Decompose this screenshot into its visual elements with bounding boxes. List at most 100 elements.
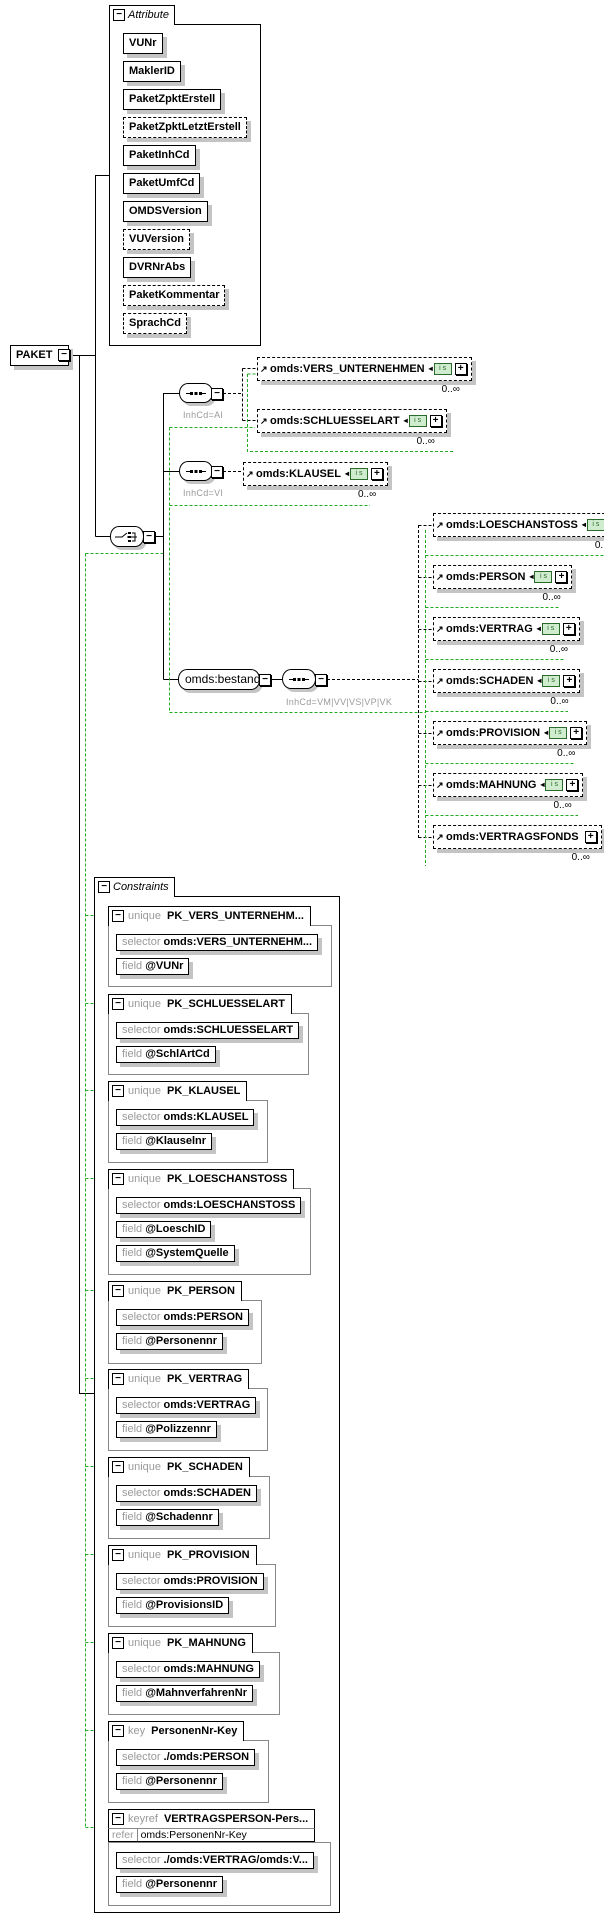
constraints-group-title: Constraints — [113, 881, 169, 893]
collapse-icon[interactable]: − — [112, 1549, 124, 1562]
occurrence-label: 0..∞ — [441, 384, 460, 395]
attribute-item[interactable]: PaketKommentar — [123, 285, 226, 306]
collapse-icon[interactable]: − — [112, 1085, 124, 1098]
sequence-compositor-vi[interactable] — [179, 461, 213, 481]
schema-element[interactable]: ↗omds:PERSON◂i s+ — [433, 565, 573, 589]
schema-element[interactable]: ↗omds:VERTRAGSFONDS+ — [433, 825, 602, 849]
expand-icon[interactable]: + — [570, 727, 583, 740]
attribute-item[interactable]: VUVersion — [123, 229, 191, 250]
attribute-item[interactable]: DVRNrAbs — [123, 257, 192, 278]
selector-row[interactable]: selector./omds:VERTRAG/omds:V... — [116, 1852, 314, 1869]
collapse-icon[interactable]: − — [315, 674, 327, 686]
schema-element[interactable]: ↗omds:VERS_UNTERNEHMEN◂i s+ — [257, 357, 472, 381]
selector-value: omds:SCHLUESSELART — [163, 1024, 294, 1036]
expand-icon[interactable]: + — [429, 415, 442, 428]
bestand-element[interactable]: omds:bestand — [178, 669, 260, 690]
collapse-icon[interactable]: − — [143, 531, 155, 543]
field-row[interactable]: field@Personennr — [116, 1773, 224, 1790]
expand-icon[interactable]: + — [566, 779, 579, 792]
sequence-compositor-ai[interactable] — [179, 383, 213, 403]
schema-element[interactable]: ↗omds:VERTRAG◂i s+ — [433, 617, 580, 641]
field-row[interactable]: field@Schadennr — [116, 1509, 219, 1526]
choice-compositor[interactable] — [110, 526, 144, 547]
collapse-icon[interactable]: − — [112, 1813, 124, 1826]
pin-icon: ◂ — [540, 780, 545, 790]
collapse-icon[interactable]: − — [112, 998, 124, 1011]
expand-icon[interactable]: + — [563, 675, 576, 688]
collapse-icon[interactable]: − — [58, 349, 70, 361]
field-row[interactable]: field@LoeschID — [116, 1221, 212, 1238]
schema-element[interactable]: ↗omds:SCHADEN◂i s+ — [433, 669, 581, 693]
expand-icon[interactable]: + — [584, 831, 597, 844]
schema-element[interactable]: ↗omds:SCHLUESSELART◂i s+ — [257, 409, 447, 433]
selector-row[interactable]: selector./omds:PERSON — [116, 1749, 256, 1766]
field-row[interactable]: field@Klauselnr — [116, 1133, 213, 1150]
schema-element[interactable]: ↗omds:MAHNUNG◂i s+ — [433, 773, 584, 797]
collapse-icon[interactable]: − — [112, 1461, 124, 1474]
collapse-icon[interactable]: − — [98, 881, 110, 894]
field-row[interactable]: field@VUNr — [116, 958, 190, 975]
attribute-item[interactable]: PaketUmfCd — [123, 173, 201, 194]
collapse-icon[interactable]: − — [259, 674, 271, 686]
collapse-icon[interactable]: − — [112, 1285, 124, 1298]
type-icon: i s — [549, 727, 568, 740]
collapse-icon[interactable]: − — [113, 9, 125, 22]
attribute-name: SprachCd — [129, 317, 181, 329]
collapse-icon[interactable]: − — [211, 466, 223, 478]
field-row[interactable]: field@SystemQuelle — [116, 1245, 235, 1262]
schema-element[interactable]: ↗omds:PROVISION◂i s+ — [433, 721, 588, 745]
collapse-icon[interactable]: − — [211, 388, 223, 400]
collapse-icon[interactable]: − — [112, 910, 124, 923]
expand-icon[interactable]: + — [562, 623, 575, 636]
constraints-group-tab[interactable]: −Constraints — [94, 877, 175, 897]
attribute-item[interactable]: MaklerID — [123, 61, 181, 82]
selector-label: selector — [122, 936, 161, 948]
field-row[interactable]: field@ProvisionsID — [116, 1597, 230, 1614]
attribute-item[interactable]: PaketZpktErstell — [123, 89, 222, 110]
expand-icon[interactable]: + — [454, 363, 467, 376]
attribute-item[interactable]: PaketInhCd — [123, 145, 196, 166]
expand-icon[interactable]: + — [370, 468, 383, 481]
schema-element[interactable]: ↗omds:KLAUSEL◂i s+ — [243, 462, 388, 486]
field-row[interactable]: field@SchlArtCd — [116, 1046, 216, 1063]
collapse-icon[interactable]: − — [112, 1637, 124, 1650]
sequence-compositor-bestand[interactable] — [282, 669, 316, 689]
field-row[interactable]: field@Personennr — [116, 1876, 224, 1893]
collapse-icon[interactable]: − — [112, 1373, 124, 1386]
field-value: @Polizzennr — [145, 1423, 211, 1435]
attribute-item[interactable]: SprachCd — [123, 313, 187, 334]
attribute-group-tab[interactable]: −Attribute — [109, 5, 175, 25]
collapse-icon[interactable]: − — [112, 1725, 124, 1738]
expand-icon[interactable]: + — [555, 571, 568, 584]
field-row[interactable]: field@MahnverfahrenNr — [116, 1685, 253, 1702]
attribute-name: VUNr — [129, 37, 157, 49]
schema-element[interactable]: ↗omds:LOESCHANSTOSS◂i s+ — [433, 513, 604, 537]
attribute-item[interactable]: PaketZpktLetztErstell — [123, 117, 247, 138]
root-element-paket[interactable]: PAKET — [10, 345, 70, 366]
field-row[interactable]: field@Personennr — [116, 1333, 224, 1350]
field-row[interactable]: field@Polizzennr — [116, 1421, 217, 1438]
collapse-icon[interactable]: − — [112, 1173, 124, 1186]
attribute-item[interactable]: VUNr — [123, 33, 163, 54]
attribute-item[interactable]: OMDSVersion — [123, 201, 208, 222]
